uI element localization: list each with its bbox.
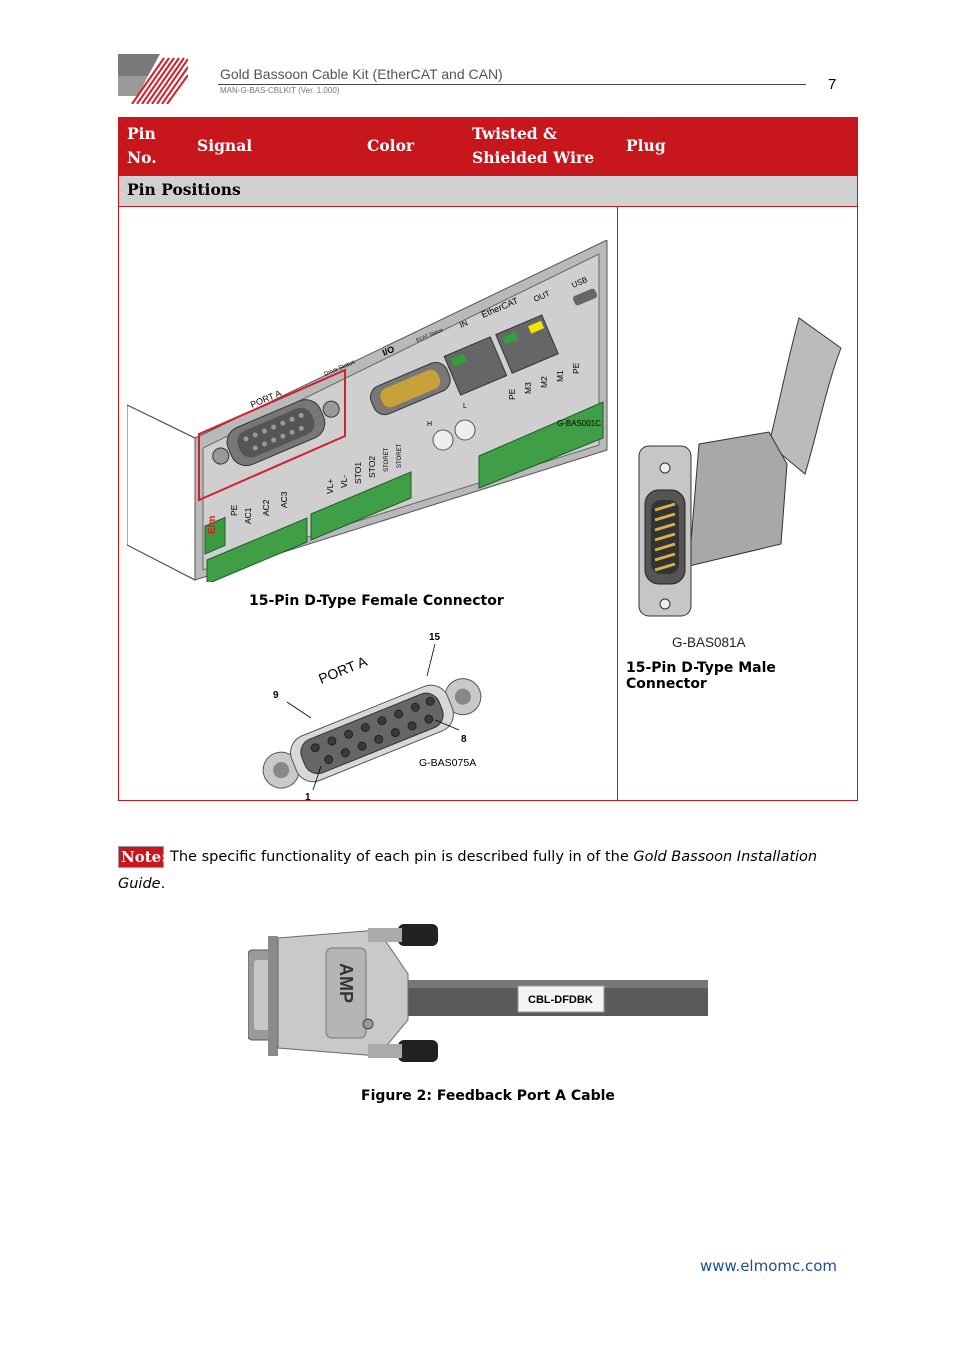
column-divider: [617, 207, 618, 800]
document-title: Gold Bassoon Cable Kit (EtherCAT and CAN…: [220, 66, 503, 82]
pin-label-8: 8: [461, 734, 467, 745]
col-twisted-shielded: Twisted &Shielded Wire: [472, 124, 595, 167]
amp-brand: AMP: [336, 963, 356, 1003]
label-motor-pe2: PE: [571, 362, 581, 374]
label-m2: M2: [539, 376, 549, 388]
document-code: MAN-G-BAS-CBLKIT (Ver. 1.000): [220, 86, 340, 95]
note-text-cont: Guide.: [118, 876, 166, 892]
label-motor-pe1: PE: [507, 388, 517, 400]
note-text: The specific functionality of each pin i…: [170, 849, 818, 865]
figure-caption: Figure 2: Feedback Port A Cable: [361, 1088, 615, 1104]
male-ref: G-BAS081A: [672, 635, 746, 650]
elmo-logo: [118, 54, 188, 104]
col-color: Color: [367, 136, 415, 155]
female-connector-drawing: PORT A 15 9 8 1 G-BAS075A: [262, 632, 482, 802]
drive-illustration: PORT A Drive Status I/O ECAT Status IN E…: [127, 240, 608, 582]
pin-label-9: 9: [273, 690, 279, 701]
pin-label-1: 1: [305, 792, 311, 802]
power-labels: PE AC1 AC2 AC3: [229, 491, 289, 524]
sto-labels: VL+ VL- STO1 STO2 STORET STORET: [325, 443, 403, 494]
note-badge: Note:: [118, 846, 167, 868]
pin-positions-row: Pin Positions: [119, 176, 857, 207]
label-ac1: AC1: [243, 507, 253, 524]
pin-label-15: 15: [429, 632, 441, 643]
col-signal: Signal: [197, 136, 253, 155]
cable-label: CBL-DFDBK: [528, 994, 593, 1006]
male-connector-drawing: [638, 317, 842, 617]
in-label: IN: [458, 318, 469, 329]
motor-labels: PE M3 M2 M1 PE: [507, 362, 581, 400]
label-pe-left: PE: [229, 504, 239, 516]
col-plug: Plug: [626, 136, 666, 155]
feedback-cable-photo: CBL-DFDBK AMP: [248, 924, 708, 1062]
label-sto2: STO2: [367, 456, 377, 478]
label-m3: M3: [523, 382, 533, 394]
footer-url[interactable]: www.elmomc.com: [700, 1257, 838, 1275]
io-label: I/O: [381, 344, 396, 358]
label-vlp: VL+: [325, 479, 335, 494]
switch-l-label: L: [463, 403, 467, 410]
label-m1: M1: [555, 370, 565, 382]
switch-h-label: H: [427, 421, 432, 428]
label-storet-1: STORET: [384, 447, 390, 472]
male-connector-caption: 15-Pin D-Type Male Connector: [626, 660, 776, 692]
female-ref: G-BAS075A: [419, 757, 476, 769]
port-a-label: PORT A: [316, 653, 370, 687]
label-ac2: AC2: [261, 499, 271, 516]
drive-ref: G-BAS001C: [557, 419, 601, 428]
pin-positions-label: Pin Positions: [127, 180, 241, 199]
header-rule: [218, 84, 806, 85]
label-storet-2: STORET: [397, 443, 403, 468]
page-number: 7: [828, 76, 837, 93]
label-vlm: VL-: [339, 475, 349, 488]
label-sto1: STO1: [353, 462, 363, 484]
brand-fragment: Elm: [207, 516, 218, 534]
female-connector-caption: 15-Pin D-Type Female Connector: [249, 593, 504, 609]
label-ac3: AC3: [279, 491, 289, 508]
